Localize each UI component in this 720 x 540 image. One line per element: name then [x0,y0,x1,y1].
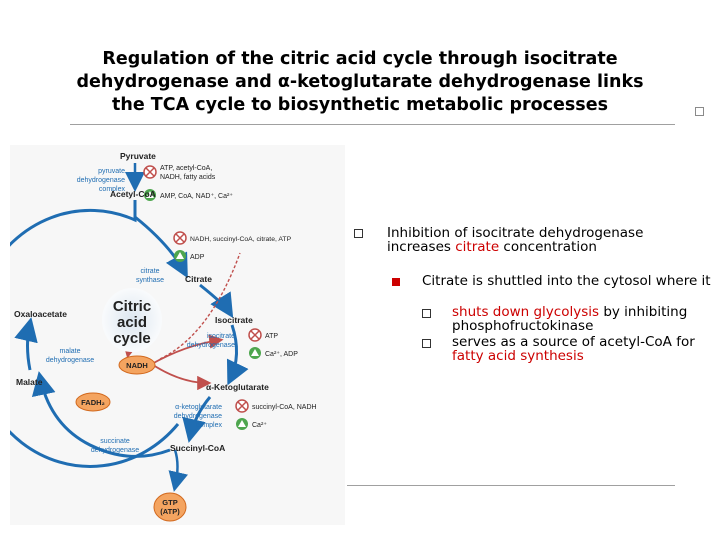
cycle-center [102,288,162,352]
gtp-label: (ATP) [160,507,180,516]
cycle-label: cycle [113,330,151,347]
nadh-label: NADH [126,361,148,370]
activate-icon [238,420,246,427]
cycle-label: acid [117,314,147,331]
cycle-arrow-left [10,200,180,468]
bullet-text: Inhibition of isocitrate dehydrogenase i… [387,225,644,255]
gtp-label: GTP [162,498,177,507]
bullet-item-1: Inhibition of isocitrate dehydrogenase i… [387,226,707,254]
title-line: Regulation of the citric acid cycle thro… [102,49,618,69]
citrate-label: Citrate [185,274,212,284]
fadh2-node [75,392,111,412]
akgdh-activator: Ca²⁺ [252,422,267,429]
bullet-square [354,229,363,238]
inhibit-icon [175,233,185,243]
bottom-rule [347,485,675,486]
pdh-activators: AMP, CoA, NAD⁺, Ca²⁺ [160,193,233,200]
malate-to-oxaloacetate-arrow [14,317,38,371]
bullet-text: concentration [499,239,597,255]
pdh-inhibitors: NADH, fatty acids [160,174,216,181]
pdh-label: dehydrogenase [77,177,125,184]
akgdh-label: dehydrogenase [174,413,222,420]
activate-icon [251,349,259,356]
page-title: Regulation of the citric acid cycle thro… [20,48,700,117]
fadh2-label: FADH₂ [81,398,105,407]
sdh-label: dehydrogenase [91,447,139,454]
bullet-red-square [392,278,400,286]
activate-icon [146,191,154,198]
bullet-highlight: fatty acid synthesis [452,348,584,364]
akgdh-label: complex [196,422,223,429]
malate-label: Malate [16,377,43,387]
pdh-inhibitors: ATP, acetyl-CoA, [160,165,212,172]
akgdh-label: α-ketoglutarate [175,404,222,411]
cs-activator: ADP [190,254,205,261]
cs-inhibitors: NADH, succinyl-CoA, citrate, ATP [190,236,292,243]
title-line: dehydrogenase and α-ketoglutarate dehydr… [76,72,644,92]
bullet-text: serves as a source of acetyl-CoA for [452,334,695,350]
oxaloacetate-label: Oxaloacetate [14,309,67,319]
bullet-item-3: shuts down glycolysis by inhibiting phos… [452,305,712,333]
gtp-node [153,492,187,522]
isocitrate-label: Isocitrate [215,315,253,325]
pyruvate-label: Pyruvate [120,151,156,161]
bullet-text: Citrate is shuttled into the cytosol whe… [422,273,711,289]
citrate-to-isocitrate-arrow [199,283,234,319]
akgdh-inhibitors: succinyl-CoA, NADH [252,404,317,411]
akg-label: α-Ketoglutarate [206,382,269,392]
tca-cycle-diagram: Citric acid cycle Pyruvate pyruvate dehy… [10,145,345,525]
nadh-feedback-cs [159,252,241,360]
decor-square [695,107,704,116]
inhibit-icon [250,330,260,340]
idh-label: isocitrate [207,333,235,340]
idh-activators: Ca²⁺, ADP [265,351,298,358]
sdh-label: succinate [100,438,130,445]
mdh-label: malate [59,348,80,355]
cycle-label: Citric [113,298,151,315]
mdh-label: dehydrogenase [46,357,94,364]
cs-label: synthase [136,277,164,284]
bullet-item-4: serves as a source of acetyl-CoA for fat… [452,335,712,363]
bullet-item-2: Citrate is shuttled into the cytosol whe… [422,274,712,288]
bullet-highlight: shuts down glycolysis [452,304,600,320]
nadh-feedback-idh [149,334,224,366]
bullet-text: by inhibiting phosphofructokinase [452,304,688,334]
gtp-arrow [168,449,189,492]
succinyl-to-malate-arrow [31,371,171,458]
inhibit-icon [237,401,247,411]
bullet-square-small [422,339,431,348]
title-line: the TCA cycle to biosynthetic metabolic … [112,95,608,115]
succinyl-coa-label: Succinyl-CoA [170,443,225,453]
activate-icon [176,252,184,259]
nadh-node [118,355,156,375]
bullet-highlight: citrate [455,239,500,255]
acetyl-coa-label: Acetyl-CoA [110,189,156,199]
idh-inhibitor: ATP [265,333,278,340]
pdh-label: pyruvate [98,168,125,175]
pdh-label: complex [99,186,126,193]
title-rule [70,124,675,125]
isocitrate-to-akg-arrow [226,324,249,386]
acetyl-to-citrate-arrow [134,215,188,279]
idh-label: dehydrogenase [187,342,235,349]
akg-to-succinyl-arrow [182,396,212,443]
inhibit-icon [145,167,155,177]
bullet-square-small [422,309,431,318]
cs-label: citrate [140,268,159,275]
